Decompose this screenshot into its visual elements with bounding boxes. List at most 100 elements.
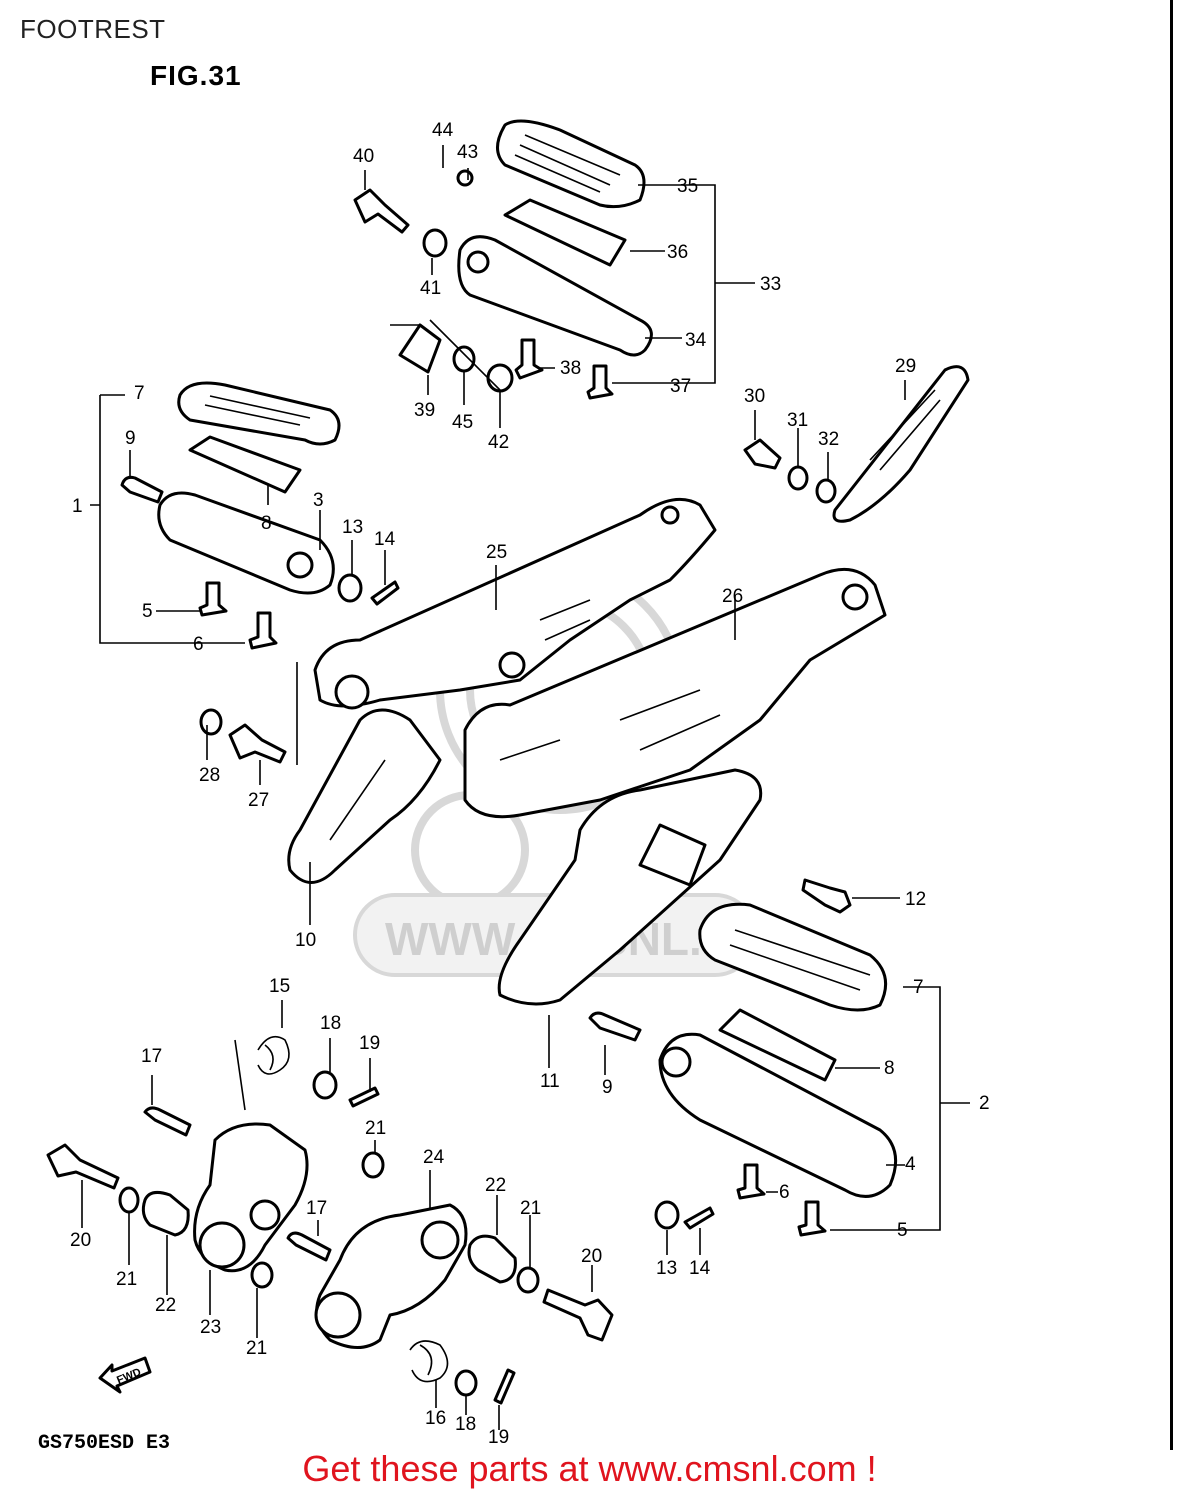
callout-9-left: 9 bbox=[125, 428, 136, 449]
callout-13-left: 13 bbox=[342, 517, 363, 538]
part-31-washer[interactable] bbox=[787, 465, 809, 491]
callout-21-lower: 21 bbox=[246, 1338, 267, 1359]
part-30-bolt[interactable] bbox=[743, 438, 782, 470]
part-41-washer[interactable] bbox=[422, 228, 448, 258]
part-37-screw[interactable] bbox=[586, 364, 614, 400]
callout-9-right: 9 bbox=[602, 1077, 613, 1098]
part-36-plate[interactable] bbox=[503, 198, 627, 267]
callout-40: 40 bbox=[353, 146, 374, 167]
callout-28: 28 bbox=[199, 765, 220, 786]
part-16-spring-lower[interactable] bbox=[409, 1340, 449, 1383]
callout-23: 23 bbox=[200, 1317, 221, 1338]
callout-18-upper: 18 bbox=[320, 1013, 341, 1034]
callout-15: 15 bbox=[269, 976, 290, 997]
callout-33: 33 bbox=[760, 274, 781, 295]
part-43-nut[interactable] bbox=[456, 169, 474, 187]
part-6-screw-right[interactable] bbox=[736, 1163, 766, 1200]
part-19-pin-lower[interactable] bbox=[493, 1368, 516, 1405]
part-8-plate-right[interactable] bbox=[718, 1008, 837, 1082]
callout-5-left: 5 bbox=[142, 601, 153, 622]
part-8-plate-left[interactable] bbox=[188, 435, 302, 494]
part-39-stopper[interactable] bbox=[398, 323, 442, 374]
callout-29: 29 bbox=[895, 356, 916, 377]
part-35-footrest-rubber[interactable] bbox=[496, 119, 646, 209]
callout-labels: 44 43 40 35 36 33 41 34 38 37 39 45 42 2… bbox=[70, 120, 990, 1448]
callout-13-right: 13 bbox=[656, 1258, 677, 1279]
part-26-bracket[interactable] bbox=[463, 567, 887, 819]
part-18-washer[interactable] bbox=[312, 1070, 338, 1100]
footer-cta-link[interactable]: Get these parts at www.cmsnl.com ! bbox=[302, 1448, 877, 1489]
part-5-screw-right[interactable] bbox=[797, 1200, 827, 1237]
part-20-bolt-right[interactable] bbox=[542, 1288, 614, 1342]
callout-19-upper: 19 bbox=[359, 1033, 380, 1054]
callout-21-right: 21 bbox=[520, 1198, 541, 1219]
part-21-washer-mid[interactable] bbox=[361, 1151, 385, 1179]
part-7-footrest-rubber-left[interactable] bbox=[177, 381, 341, 446]
part-12-bolt[interactable] bbox=[801, 878, 852, 914]
part-28-nut[interactable] bbox=[199, 708, 223, 736]
part-29-heel-plate[interactable] bbox=[832, 365, 970, 523]
part-21-washer-left[interactable] bbox=[118, 1186, 140, 1214]
callout-41: 41 bbox=[420, 278, 441, 299]
part-23-pedal-arm[interactable] bbox=[193, 1122, 309, 1273]
page-title: FOOTREST bbox=[20, 14, 166, 44]
model-code: GS750ESD E3 bbox=[38, 1432, 171, 1455]
part-13-washer-left[interactable] bbox=[337, 573, 363, 603]
callout-27: 27 bbox=[248, 790, 269, 811]
part-34-bracket[interactable] bbox=[457, 235, 653, 357]
part-10-bracket[interactable] bbox=[287, 708, 442, 884]
part-22-collar-left[interactable] bbox=[141, 1190, 190, 1237]
part-3-bracket-left[interactable] bbox=[157, 491, 335, 595]
part-27-bolt[interactable] bbox=[228, 723, 287, 764]
part-9-pin-right[interactable] bbox=[588, 1011, 642, 1042]
callout-26: 26 bbox=[722, 586, 743, 607]
part-18-washer-lower[interactable] bbox=[454, 1369, 478, 1397]
callout-17-upper: 17 bbox=[141, 1046, 162, 1067]
fwd-arrow-icon: FWD bbox=[98, 1356, 152, 1394]
callout-35: 35 bbox=[677, 176, 698, 197]
part-32-washer[interactable] bbox=[815, 478, 837, 504]
part-24-pedal-arm-right[interactable] bbox=[314, 1203, 468, 1349]
callout-37: 37 bbox=[670, 376, 691, 397]
callout-12: 12 bbox=[905, 889, 926, 910]
part-21-washer-lower-left[interactable] bbox=[250, 1261, 274, 1289]
part-14-cotter-right[interactable] bbox=[683, 1206, 715, 1230]
callout-34: 34 bbox=[685, 330, 707, 351]
part-17-pin-upper[interactable] bbox=[143, 1106, 192, 1137]
part-20-bolt-left[interactable] bbox=[46, 1143, 120, 1190]
right-border bbox=[1170, 0, 1173, 1450]
callout-21-mid: 21 bbox=[365, 1118, 386, 1139]
callout-10: 10 bbox=[295, 930, 316, 951]
callout-44: 44 bbox=[432, 120, 454, 141]
callout-8-right: 8 bbox=[884, 1058, 895, 1079]
part-4-bracket-right[interactable] bbox=[658, 1032, 898, 1198]
part-22-collar-right[interactable] bbox=[467, 1234, 517, 1284]
callout-39: 39 bbox=[414, 400, 435, 421]
part-21-washer-right[interactable] bbox=[516, 1266, 540, 1294]
part-19-pin[interactable] bbox=[348, 1086, 380, 1108]
part-45-washer[interactable] bbox=[452, 345, 476, 373]
part-14-cotter-left[interactable] bbox=[370, 580, 400, 606]
part-42-nut[interactable] bbox=[486, 363, 514, 393]
callout-43: 43 bbox=[457, 142, 478, 163]
part-15-spring[interactable] bbox=[257, 1035, 290, 1075]
part-11-footrest-bracket[interactable] bbox=[497, 768, 763, 1006]
part-13-washer-right[interactable] bbox=[654, 1200, 680, 1230]
part-17-pin-lower[interactable] bbox=[286, 1231, 332, 1262]
part-5-screw-left[interactable] bbox=[198, 581, 228, 617]
callout-3: 3 bbox=[313, 490, 324, 511]
part-7-footrest-rubber-right[interactable] bbox=[698, 902, 888, 1012]
callout-24: 24 bbox=[423, 1147, 445, 1168]
part-6-screw-left[interactable] bbox=[248, 611, 278, 650]
part-38-screw[interactable] bbox=[514, 338, 544, 380]
part-9-pin-left[interactable] bbox=[120, 475, 164, 504]
callout-11: 11 bbox=[540, 1071, 560, 1092]
callout-17-lower: 17 bbox=[306, 1198, 327, 1219]
callout-6-right: 6 bbox=[779, 1182, 790, 1203]
callout-20-left: 20 bbox=[70, 1230, 91, 1251]
callout-20-right: 20 bbox=[581, 1246, 602, 1267]
part-40-bolt[interactable] bbox=[353, 188, 410, 234]
callout-1: 1 bbox=[72, 496, 83, 517]
part-25-bracket[interactable] bbox=[313, 497, 717, 710]
